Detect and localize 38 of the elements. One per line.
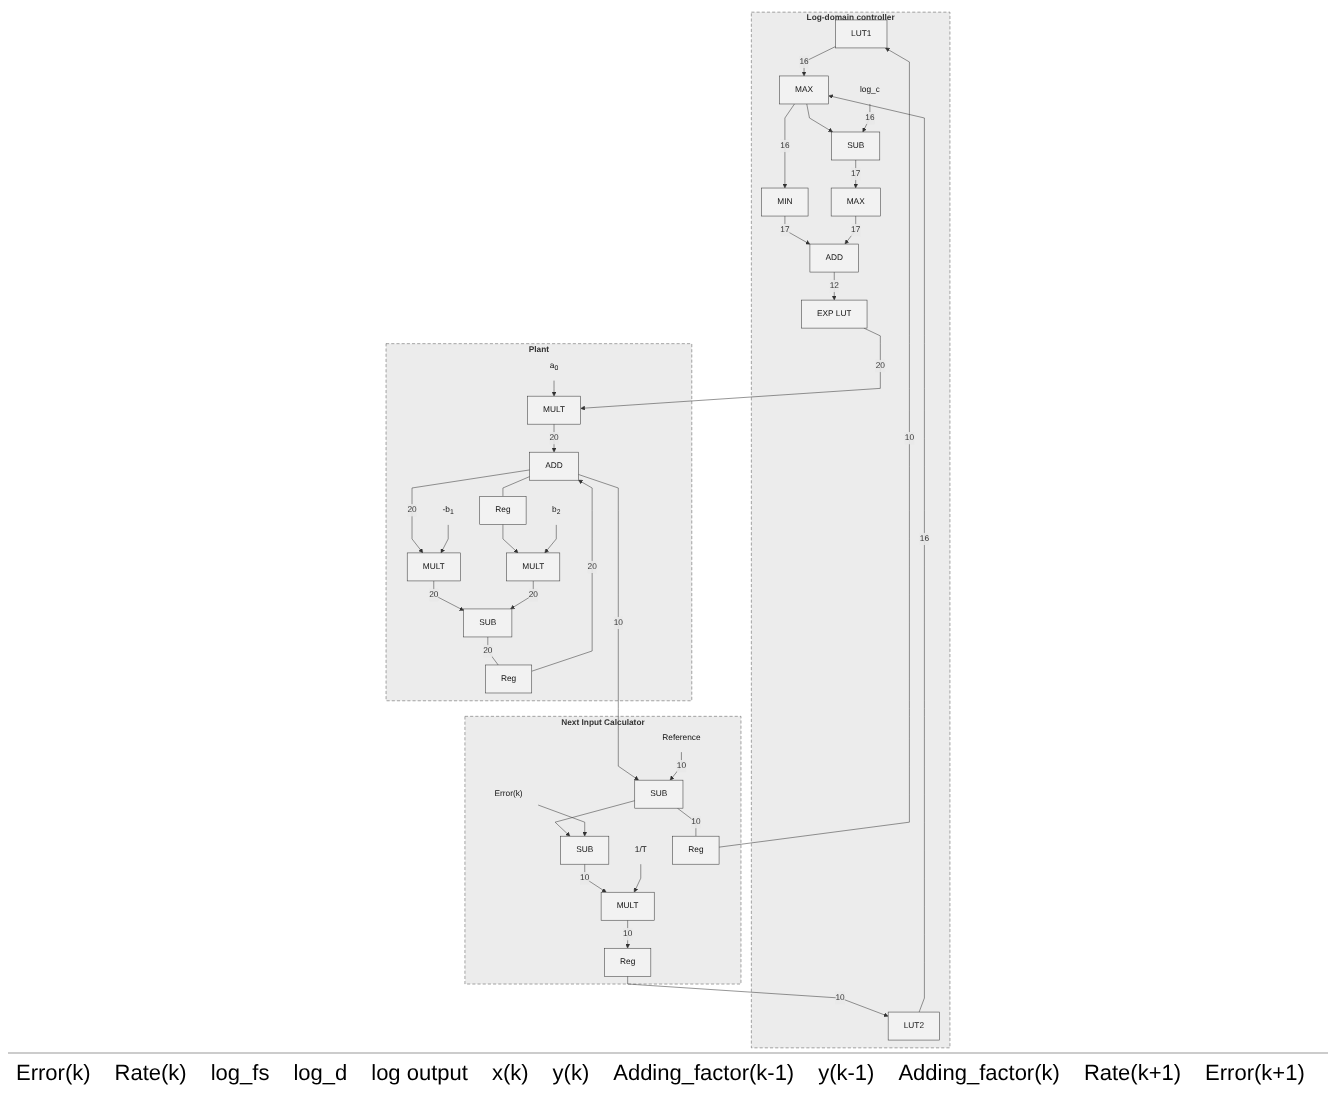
node-box: [604, 948, 652, 977]
node-box: [406, 552, 461, 582]
node-box: [506, 552, 561, 582]
node-box: [801, 299, 868, 329]
cluster: [385, 343, 693, 702]
signal-label: Adding_factor(k): [898, 1062, 1060, 1086]
node-box: [809, 243, 859, 273]
signal-label: log output: [371, 1062, 468, 1086]
connector: [487, 636, 499, 666]
signal-label: y(k): [552, 1062, 590, 1086]
node-box: [479, 496, 527, 525]
signal-label: Rate(k): [114, 1062, 187, 1086]
node-box: [634, 779, 684, 809]
node-box: [830, 187, 881, 217]
node-box: [835, 19, 888, 49]
signal-label: y(k-1): [818, 1062, 875, 1086]
node-box: [600, 891, 655, 921]
connector: [502, 476, 530, 497]
signal-label: log_fs: [210, 1062, 270, 1086]
signal-label: Error(k): [16, 1062, 91, 1086]
connector: [677, 807, 697, 837]
node-box: [485, 664, 532, 694]
signal-label: x(k): [491, 1062, 529, 1086]
signal-label: Adding_factor(k-1): [613, 1062, 795, 1086]
node-box: [463, 608, 513, 638]
node-box: [887, 1011, 940, 1041]
node-box: [672, 835, 720, 865]
node-box: [560, 835, 610, 865]
cluster: [464, 716, 742, 985]
signal-label: Error(k+1): [1205, 1062, 1305, 1086]
node-box: [779, 75, 829, 105]
signal-label: Rate(k+1): [1083, 1062, 1182, 1086]
node-box: [761, 187, 809, 217]
signal-label: log_d: [293, 1062, 348, 1086]
cluster: [751, 11, 951, 1049]
node-box: [529, 451, 579, 481]
node-box: [831, 131, 881, 161]
node-box: [527, 395, 581, 425]
